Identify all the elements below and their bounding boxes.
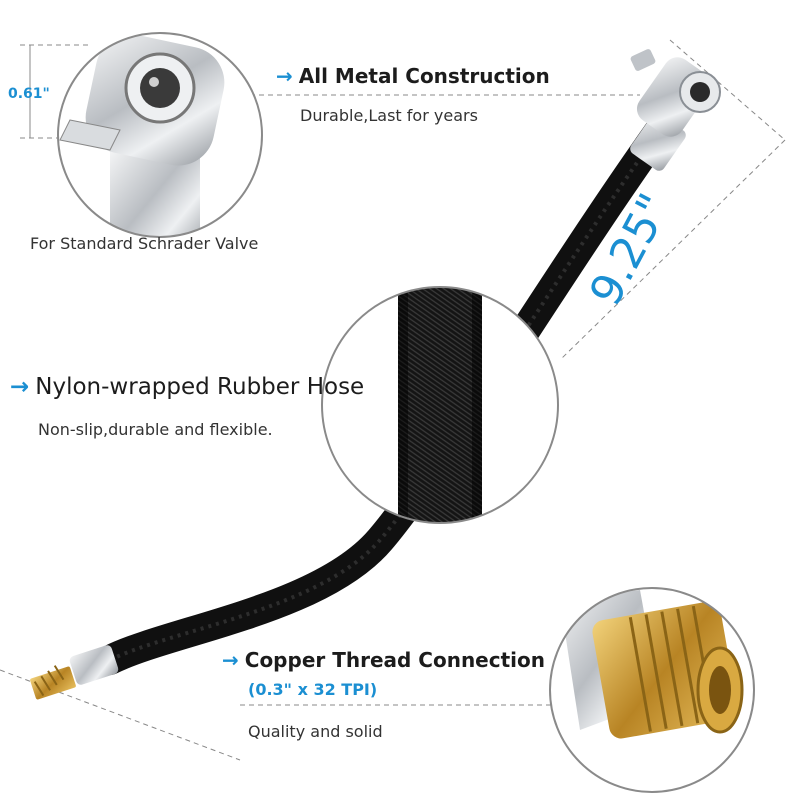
schrader-caption: For Standard Schrader Valve [30, 234, 259, 253]
arrow-right-icon: → [222, 648, 239, 672]
detail-circle-chuck [57, 32, 263, 238]
feature-hose-subtitle: Non-slip,durable and flexible. [38, 420, 273, 439]
feature-copper-title: →Copper Thread Connection [222, 648, 545, 672]
dimension-chuck-diameter: 0.61" [8, 86, 50, 102]
feature-copper-spec: (0.3" x 32 TPI) [248, 680, 378, 699]
arrow-right-icon: → [276, 64, 293, 88]
thread-fitting [30, 645, 119, 700]
detail-circle-hose [321, 286, 559, 524]
feature-copper-subtitle: Quality and solid [248, 722, 383, 741]
feature-copper-heading: Copper Thread Connection [244, 648, 545, 672]
feature-hose-heading: Nylon-wrapped Rubber Hose [35, 374, 365, 400]
guide-lines [0, 39, 786, 761]
hose-highlight [109, 128, 662, 662]
feature-hose-title: →Nylon-wrapped Rubber Hose [10, 374, 364, 400]
feature-metal-heading: All Metal Construction [298, 64, 550, 88]
feature-metal-title: →All Metal Construction [276, 64, 550, 88]
air-chuck [630, 49, 721, 171]
arrow-right-icon: → [10, 374, 30, 400]
feature-metal-subtitle: Durable,Last for years [300, 106, 478, 125]
detail-circle-thread [549, 587, 755, 793]
